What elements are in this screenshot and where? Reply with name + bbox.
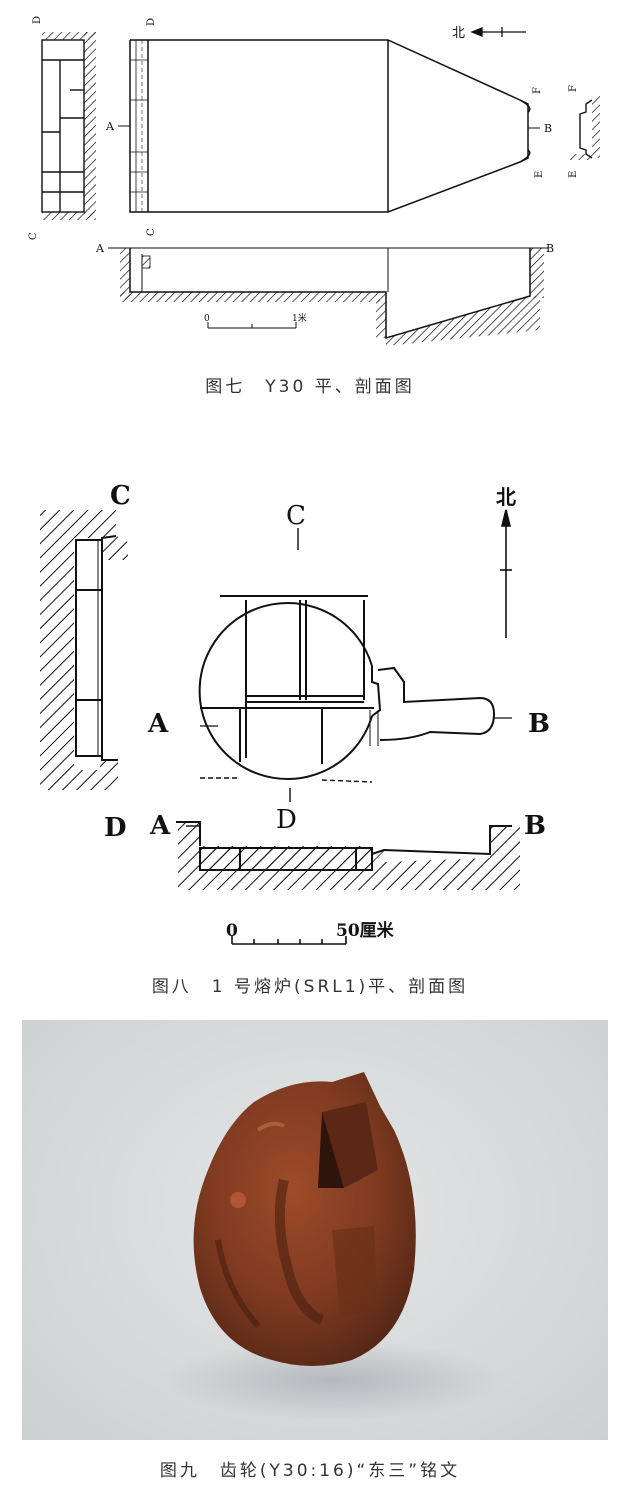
figure-9-caption: 图九 齿轮(Y30:16)“东三”铭文 xyxy=(159,1461,461,1481)
fig7-scale-one: 1米 xyxy=(292,312,307,324)
fig7-plan xyxy=(118,39,540,213)
fig7-label-a-plan: A xyxy=(105,120,115,133)
fig7-label-c-left: C xyxy=(28,232,39,240)
figure-8-drawing: C D C A B D 北 A B 0 50厘米 xyxy=(40,481,550,945)
figure-9-photo xyxy=(22,1020,608,1440)
fig7-label-b-section: B xyxy=(546,242,554,255)
fig8-label-d-side: D xyxy=(104,813,127,843)
fig7-long-section xyxy=(108,247,548,346)
figure-7-caption: 图七 Y30 平、剖面图 xyxy=(205,377,415,397)
fig8-plan xyxy=(198,528,512,802)
fig8-label-north: 北 xyxy=(496,485,516,509)
fig8-label-a-plan: A xyxy=(147,709,169,739)
fig7-label-f-right: F xyxy=(532,87,543,94)
figure-7-drawing: C C D D A 北 F B E F E A B 0 1米 xyxy=(28,16,600,346)
fig7-label-c-mid: C xyxy=(146,228,157,236)
fig7-label-e-side: E xyxy=(568,171,579,178)
fig8-north-arrow xyxy=(500,509,512,638)
fig8-label-d-bottom: D xyxy=(276,805,297,835)
fig7-scale-bar xyxy=(207,322,297,329)
fig7-label-d-top: D xyxy=(146,18,157,26)
fig7-label-a-section: A xyxy=(95,242,105,255)
fig8-scale-fifty: 50厘米 xyxy=(336,920,395,941)
fig7-end-section xyxy=(570,96,600,160)
figure-8-caption: 图八 1 号熔炉(SRL1)平、剖面图 xyxy=(151,977,469,997)
fig7-scale-zero: 0 xyxy=(204,314,210,324)
fig8-label-a-section: A xyxy=(149,811,171,841)
fig7-side-section xyxy=(41,32,96,220)
fig7-north-arrow xyxy=(470,27,526,37)
fig8-label-c-top: C xyxy=(286,501,306,531)
fig8-label-b-section: B xyxy=(524,811,546,841)
fig8-long-section xyxy=(176,821,520,890)
fig8-scale-zero: 0 xyxy=(226,921,238,941)
fig7-label-b-plan: B xyxy=(544,122,552,135)
fig8-label-c-side: C xyxy=(110,481,131,511)
fig7-label-e-right: E xyxy=(534,171,545,178)
fig7-label-f-side: F xyxy=(568,85,579,92)
fig7-label-north: 北 xyxy=(452,26,465,41)
fig8-scale-bar xyxy=(231,936,347,945)
fig8-label-b-plan: B xyxy=(528,709,550,739)
gear-fragment-artifact xyxy=(162,1072,502,1420)
fig8-side-section xyxy=(40,510,128,790)
fig7-label-d-top-left: D xyxy=(32,16,43,24)
